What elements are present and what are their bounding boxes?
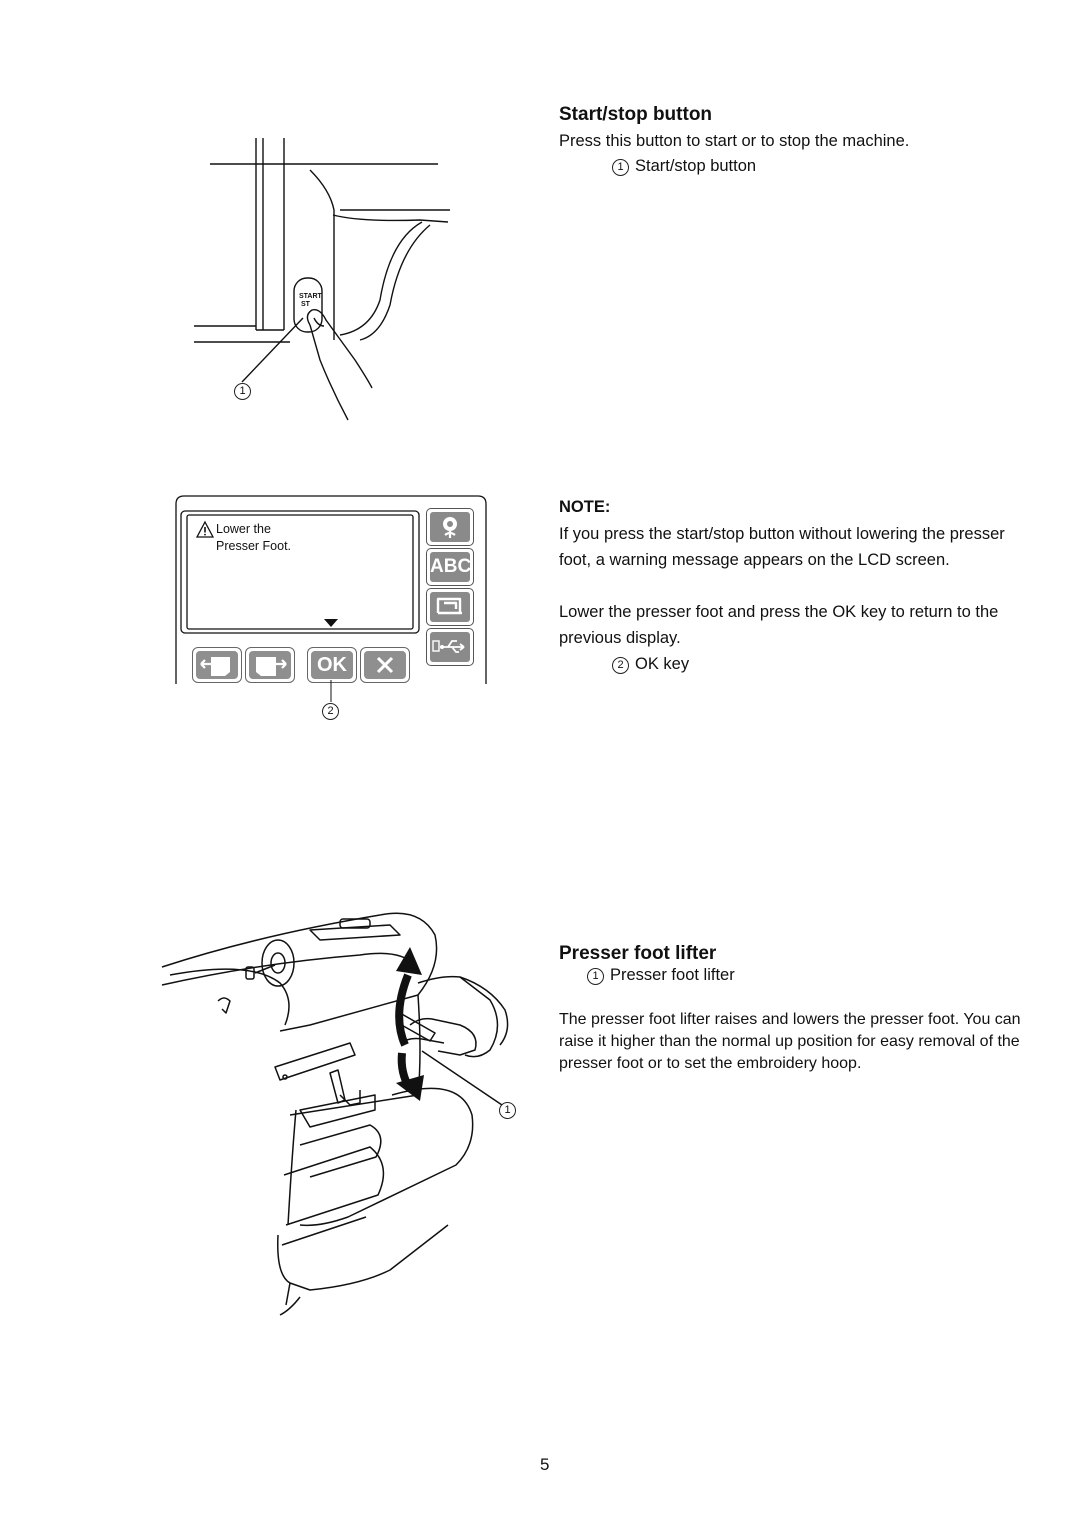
callout-label: Start/stop button — [635, 157, 757, 175]
note-paragraph-1: If you press the start/stop button witho… — [559, 525, 1005, 569]
warning-icon — [195, 520, 215, 538]
down-arrow-icon[interactable] — [323, 618, 339, 628]
figure-callout-lifter: 1 — [499, 1102, 516, 1119]
figure-button-start-text: START — [299, 293, 323, 300]
next-page-key[interactable] — [245, 647, 295, 683]
lcd-panel-outline — [175, 495, 487, 684]
figure-callout-start-stop: 1 — [234, 383, 251, 400]
prev-page-icon — [196, 651, 238, 679]
callout-label: OK key — [635, 655, 690, 673]
ok-icon: OK — [311, 651, 353, 679]
start-stop-heading: Start/stop button — [559, 104, 713, 125]
presser-foot-paragraph: The presser foot lifter raises and lower… — [559, 1011, 1021, 1072]
next-page-icon — [249, 651, 291, 679]
lcd-warning-message: Lower the Presser Foot. — [195, 520, 292, 555]
lcd-message-line-1: Lower the — [216, 522, 271, 536]
usb-mode-key[interactable] — [426, 628, 474, 666]
start-stop-intro: Press this button to start or to stop th… — [559, 132, 910, 150]
figure-callout-ok-key: 2 — [322, 703, 339, 720]
note-heading: NOTE: — [559, 498, 611, 516]
start-stop-figure: START ST — [190, 130, 460, 430]
presser-foot-figure — [160, 905, 520, 1316]
ok-key[interactable]: OK — [307, 647, 357, 683]
callout-label: Presser foot lifter — [610, 966, 735, 984]
ok-callout-leader — [330, 680, 332, 702]
prev-page-key[interactable] — [192, 647, 242, 683]
usb-icon — [430, 632, 470, 662]
lcd-message-line-2: Presser Foot. — [216, 539, 292, 553]
abc-mode-key[interactable]: ABC — [426, 548, 474, 586]
page-number: 5 — [540, 1455, 550, 1474]
callout-number: 1 — [587, 968, 604, 985]
lcd-panel-figure: Lower the Presser Foot. ABC — [170, 494, 492, 702]
sewing-machine-icon — [430, 592, 470, 622]
presser-foot-callout: 1 Presser foot lifter — [587, 966, 735, 985]
callout-number: 1 — [612, 159, 629, 176]
sewing-mode-key[interactable] — [426, 588, 474, 626]
note-paragraph-2: Lower the presser foot and press the OK … — [559, 603, 999, 647]
start-stop-illustration: START ST — [194, 138, 450, 421]
presser-foot-heading: Presser foot lifter — [559, 943, 717, 964]
callout-number: 2 — [612, 657, 629, 674]
close-icon — [364, 651, 406, 679]
flower-icon — [430, 512, 470, 542]
close-key[interactable] — [360, 647, 410, 683]
abc-icon: ABC — [430, 552, 471, 582]
presser-foot-illustration — [161, 912, 509, 1316]
start-stop-callout: 1 Start/stop button — [612, 157, 756, 176]
flower-mode-key[interactable] — [426, 508, 474, 546]
note-callout: 2 OK key — [612, 655, 689, 674]
figure-button-st-text: ST — [301, 301, 311, 308]
